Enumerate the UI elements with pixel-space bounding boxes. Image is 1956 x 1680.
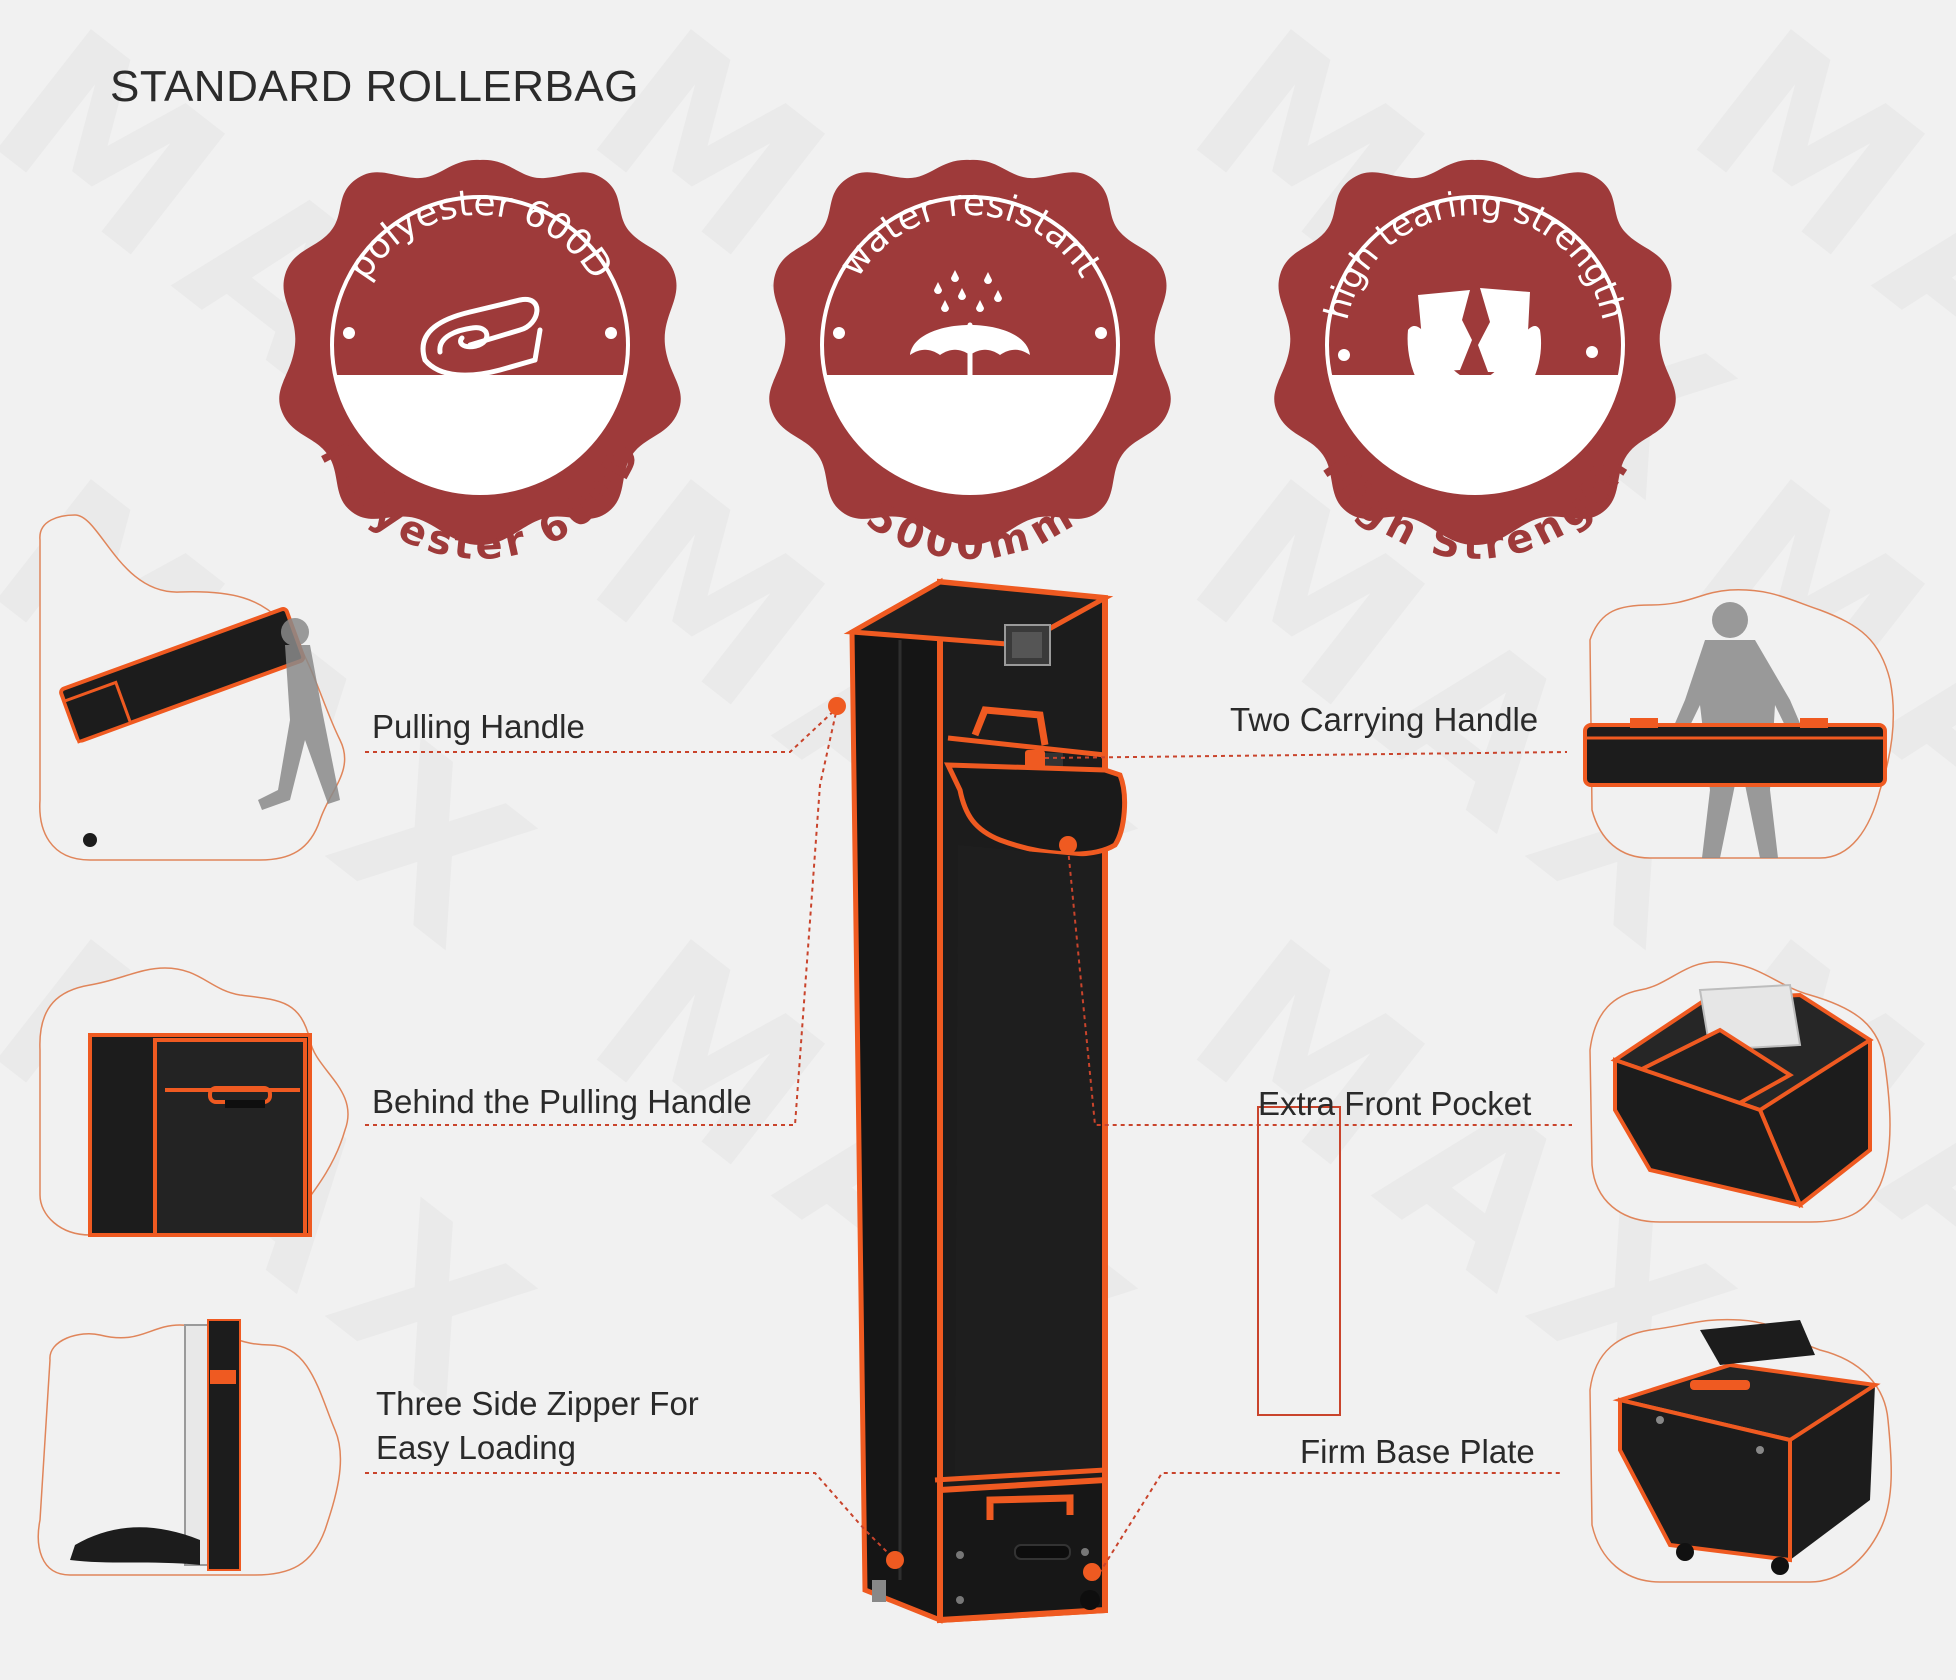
badge-polyester: polyester 600D Polyester 600D bbox=[279, 159, 681, 569]
callout-pulling-handle: Pulling Handle bbox=[372, 708, 585, 745]
connector-dots bbox=[828, 697, 1101, 1581]
thumbnail-three-side-zipper bbox=[37, 1319, 342, 1576]
thumbnail-pulling-handle bbox=[39, 514, 346, 861]
callout-firm-base-plate: Firm Base Plate bbox=[1300, 1433, 1535, 1470]
thumbnail-extra-front-pocket bbox=[1589, 961, 1891, 1223]
thumbnail-behind-pulling-handle bbox=[39, 967, 349, 1237]
connector-lines bbox=[365, 707, 1572, 1581]
callout-behind-pulling-handle: Behind the Pulling Handle bbox=[372, 1083, 752, 1120]
umbrella-rain-icon bbox=[910, 270, 1030, 418]
callout-two-carrying-handle: Two Carrying Handle bbox=[1230, 701, 1539, 738]
fabric-roll-icon bbox=[420, 297, 543, 378]
tearing-hands-icon bbox=[1407, 288, 1542, 405]
thumbnail-two-carrying-handle bbox=[1583, 589, 1895, 859]
annotation-frame bbox=[1257, 1106, 1341, 1416]
badge-water-resistant: water resistant 5000mm bbox=[769, 159, 1171, 569]
rollerbag-main-image bbox=[843, 577, 1127, 1624]
callout-extra-front-pocket: Extra Front Pocket bbox=[1258, 1085, 1532, 1122]
page-title: STANDARD ROLLERBAG bbox=[110, 62, 639, 111]
thumbnail-firm-base-plate bbox=[1589, 1318, 1892, 1583]
callout-three-side-zipper-line2: Easy Loading bbox=[376, 1429, 576, 1466]
callout-three-side-zipper-line1: Three Side Zipper For bbox=[376, 1385, 699, 1422]
badge-high-strength: high tearing strength High Strength bbox=[1274, 159, 1676, 569]
